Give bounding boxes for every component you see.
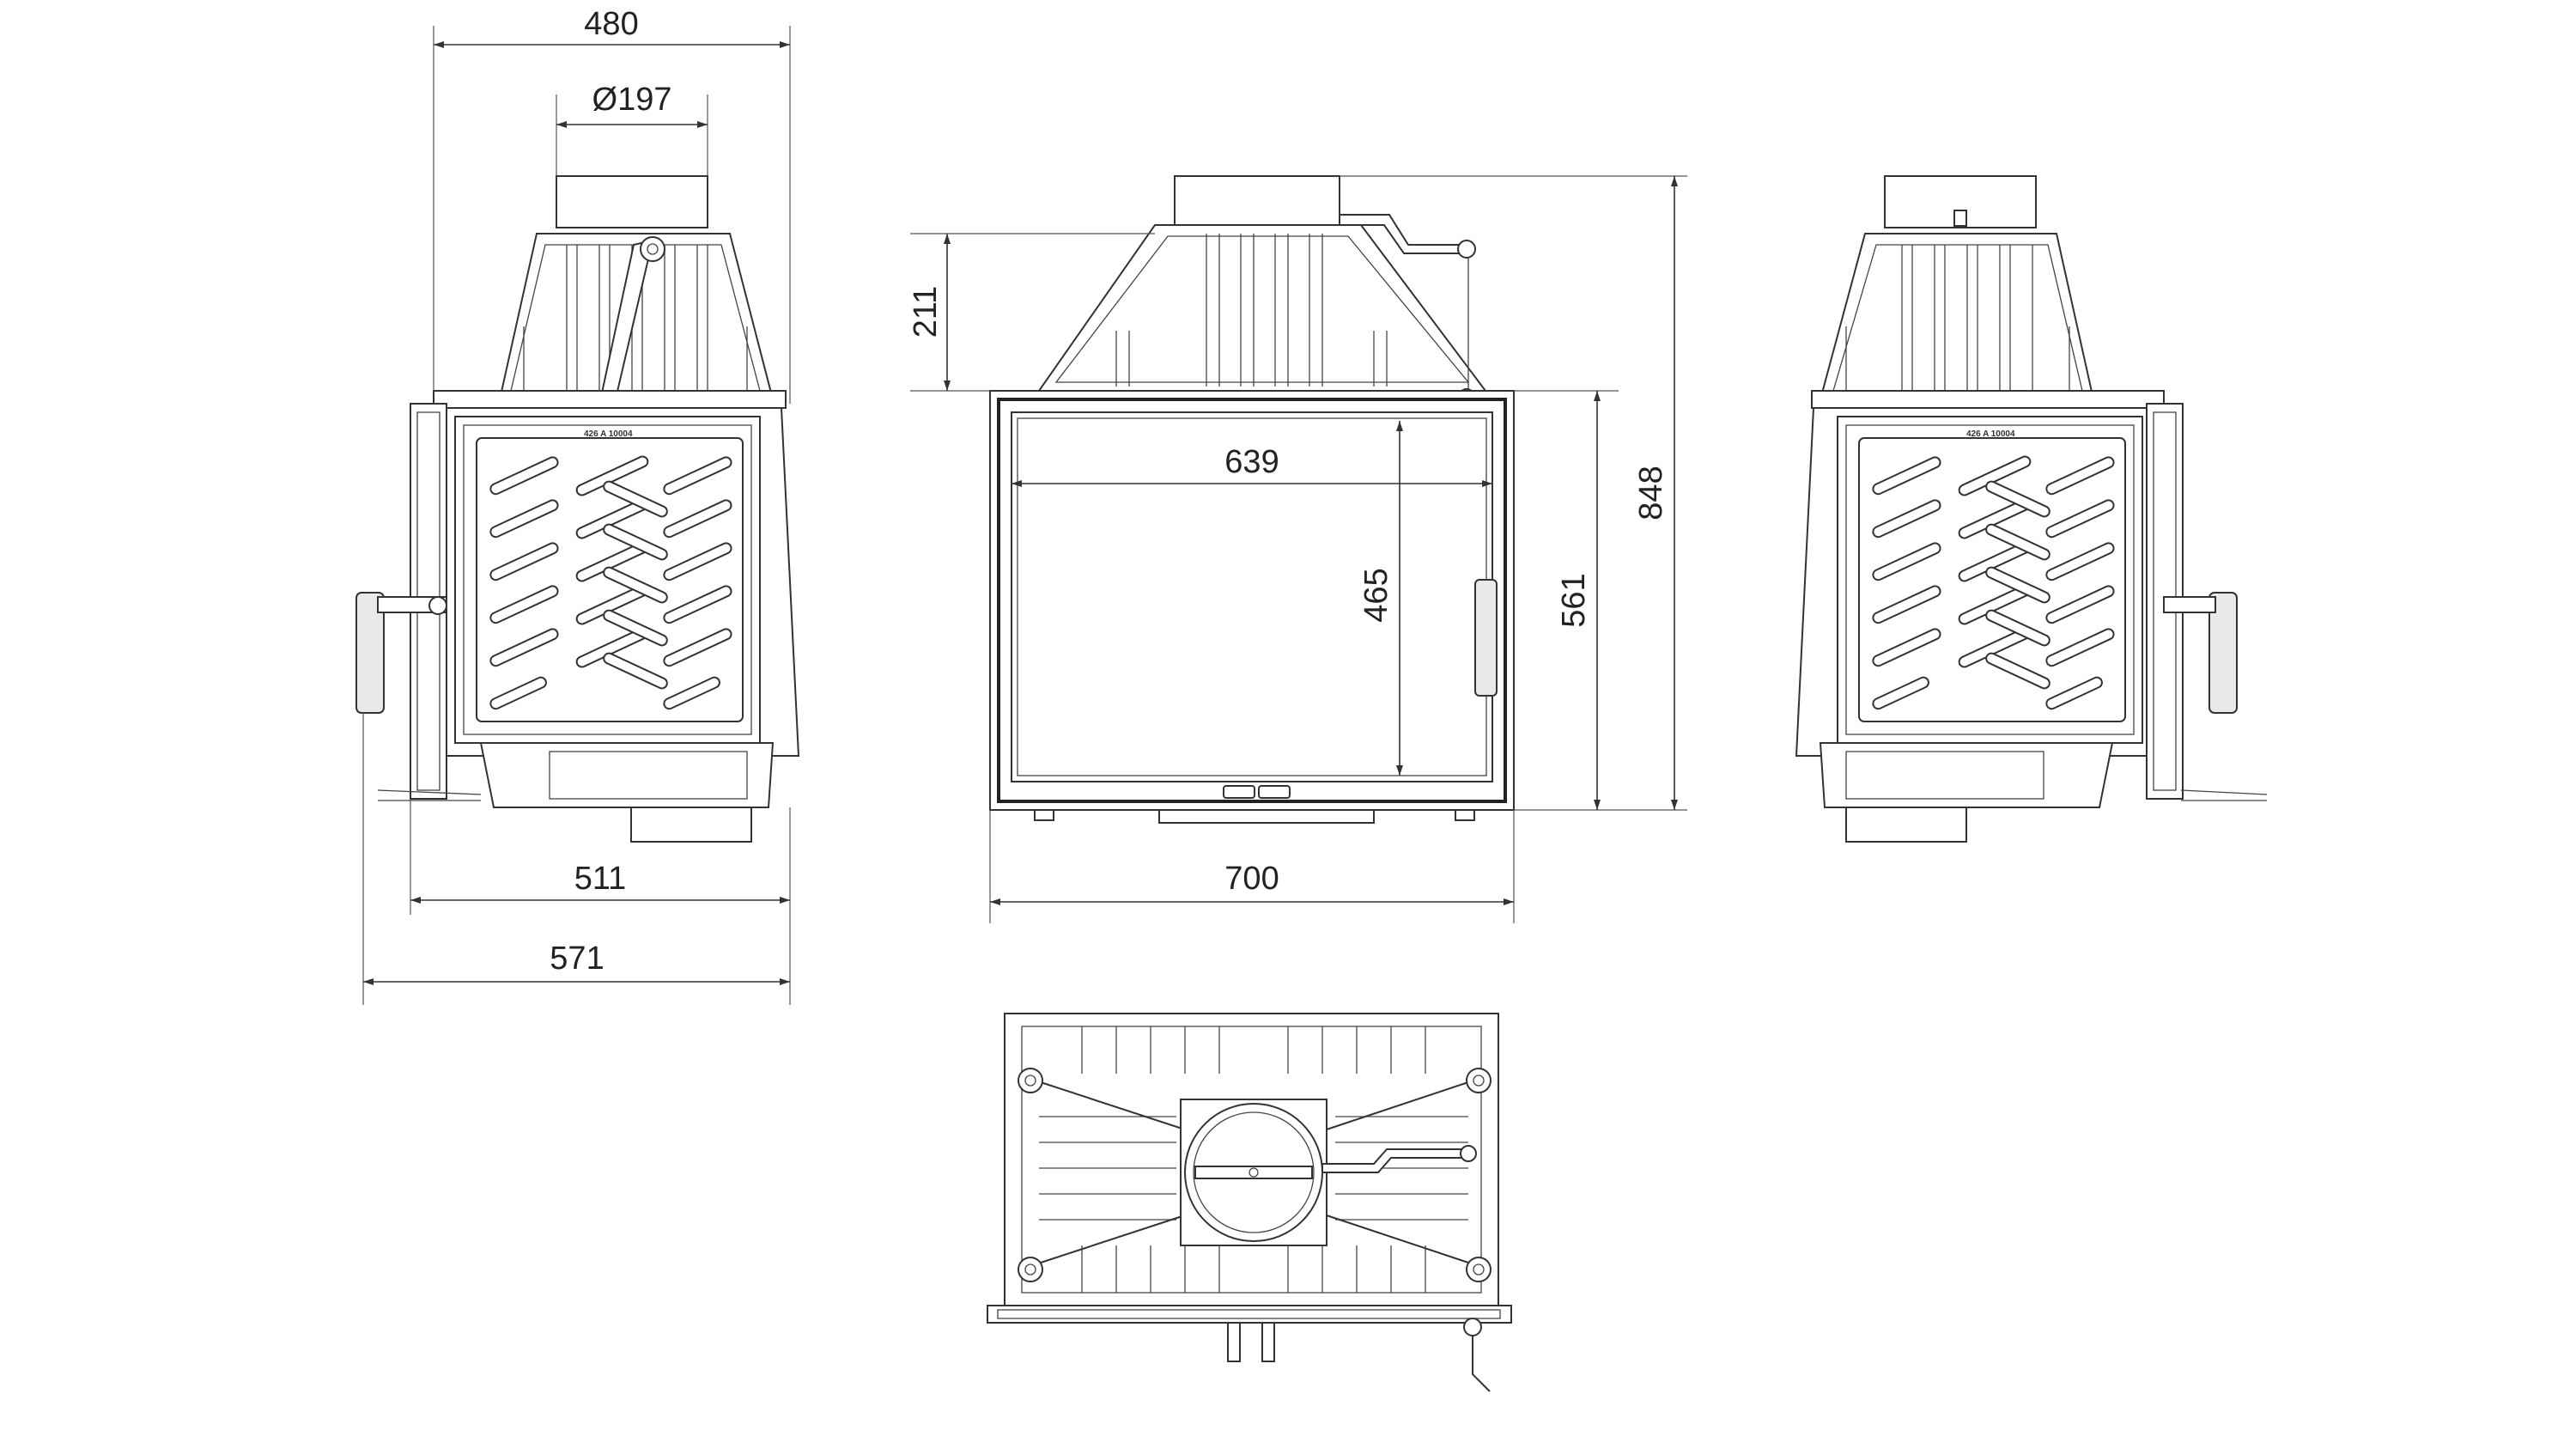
front-door-handle bbox=[1474, 579, 1498, 697]
top-front-strip bbox=[987, 1305, 1512, 1324]
right-handle bbox=[2208, 592, 2238, 714]
dim-side-width-overall: 571 bbox=[550, 941, 604, 977]
right-hood-ribs bbox=[1845, 245, 2070, 395]
right-hood bbox=[1819, 233, 2095, 400]
right-chevron-pattern bbox=[1872, 455, 2115, 710]
front-dimensions: 211 639 465 561 848 700 bbox=[908, 175, 1687, 923]
top-view bbox=[987, 1013, 1512, 1392]
left-dimensions: 480 Ø197 511 571 bbox=[362, 6, 791, 1005]
top-edge-ribs bbox=[1081, 1026, 1426, 1293]
left-hood-ribs bbox=[523, 245, 748, 395]
front-air-control-1 bbox=[1223, 785, 1255, 799]
front-air-control-2 bbox=[1258, 785, 1291, 799]
dim-hood-height: 211 bbox=[908, 286, 944, 338]
top-air-lever-1 bbox=[1227, 1322, 1241, 1362]
left-chevron-pattern bbox=[489, 455, 732, 710]
dim-front-width: 700 bbox=[1224, 861, 1279, 897]
right-side-view: 426 A 10004 bbox=[1795, 175, 2268, 843]
top-corner-bolts bbox=[1018, 1068, 1492, 1282]
dim-door-height: 561 bbox=[1556, 573, 1592, 627]
right-plate-label: 426 A 10004 bbox=[1966, 429, 2015, 439]
left-handle bbox=[355, 592, 385, 714]
top-damper-plate bbox=[1194, 1166, 1313, 1179]
left-damper-knob bbox=[640, 236, 665, 262]
top-side-ribs bbox=[1039, 1116, 1468, 1221]
front-view bbox=[989, 175, 1515, 824]
right-bottom-spigot bbox=[1845, 807, 1967, 843]
right-top-rail bbox=[1811, 390, 2165, 409]
left-bottom-spigot bbox=[630, 807, 752, 843]
right-base bbox=[1819, 742, 2114, 808]
dim-overall-height: 848 bbox=[1633, 466, 1669, 520]
front-bottom-spigot bbox=[1158, 809, 1375, 824]
top-air-lever-2 bbox=[1261, 1322, 1275, 1362]
top-x-braces bbox=[1040, 1081, 1469, 1263]
dim-side-width-lower: 511 bbox=[574, 861, 627, 897]
dim-glass-width: 639 bbox=[1224, 444, 1279, 480]
left-side-view: 426 A 10004 bbox=[355, 175, 800, 843]
top-door-crank bbox=[1472, 1323, 1491, 1392]
left-top-rail bbox=[433, 390, 787, 409]
dim-glass-height: 465 bbox=[1358, 568, 1394, 622]
front-hood-ribs bbox=[1115, 234, 1388, 387]
front-flue-collar bbox=[1174, 175, 1340, 227]
left-base bbox=[479, 742, 775, 808]
left-plate-label: 426 A 10004 bbox=[584, 429, 633, 439]
right-flue-collar bbox=[1884, 175, 2037, 228]
dim-width-top: 480 bbox=[584, 6, 638, 42]
dim-flue-diameter: Ø197 bbox=[592, 82, 672, 118]
left-flue-collar bbox=[556, 175, 708, 228]
